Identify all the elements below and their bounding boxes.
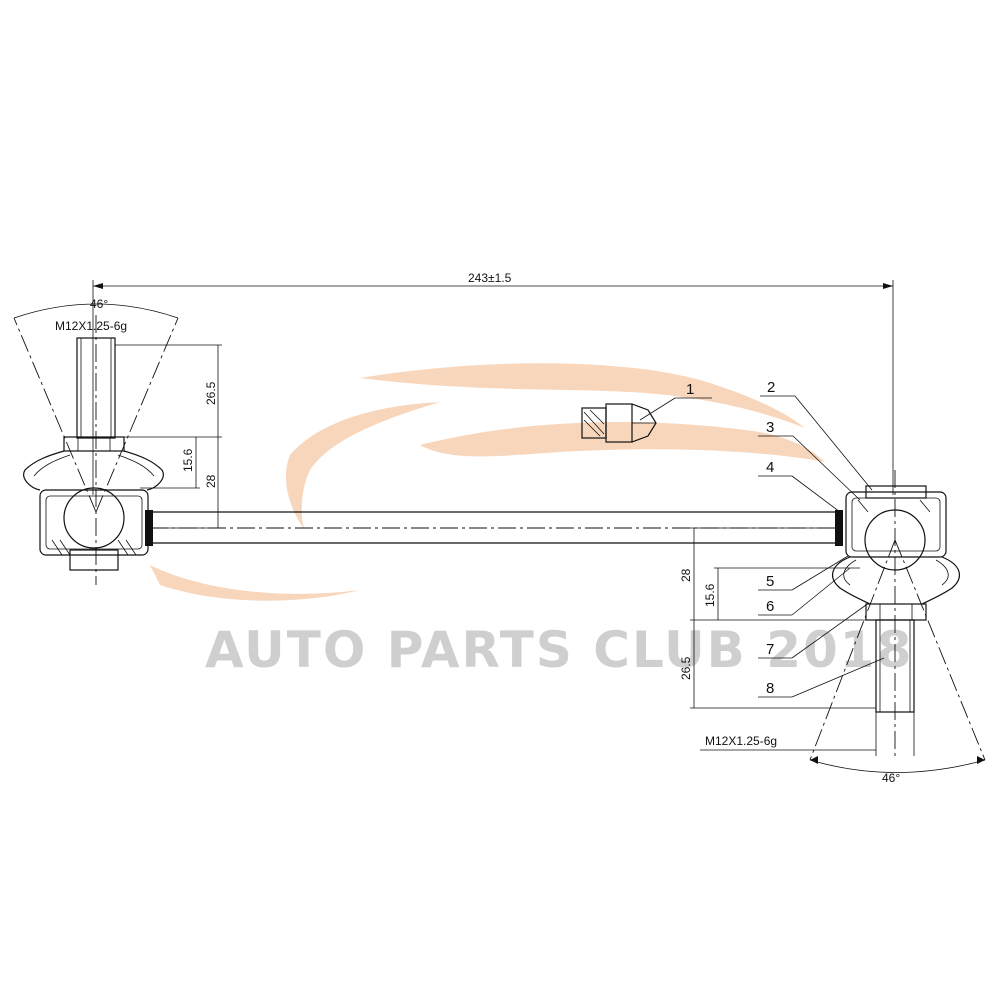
left-shoulder-height-label: 15.6 xyxy=(181,448,195,472)
callout-4: 4 xyxy=(766,459,774,476)
callout-7: 7 xyxy=(766,641,774,658)
left-centerline-height-label: 28 xyxy=(204,474,218,488)
callout-6: 6 xyxy=(766,598,774,615)
callout-8: 8 xyxy=(766,680,774,697)
right-thread-label: M12X1.25-6g xyxy=(705,734,777,748)
overall-length-label: 243±1.5 xyxy=(468,271,512,285)
callout-3: 3 xyxy=(766,419,774,436)
left-ball-joint: 46° M12X1.25-6g 26.5 15.6 28 xyxy=(13,297,222,585)
callout-1: 1 xyxy=(686,381,694,398)
callouts: 1 2 3 4 5 6 7 8 xyxy=(639,379,885,698)
right-stud-length-label: 26.5 xyxy=(679,656,693,680)
callout-5: 5 xyxy=(766,573,774,590)
nut-part xyxy=(581,403,657,443)
left-thread-label: M12X1.25-6g xyxy=(55,319,127,333)
right-centerline-height-label: 28 xyxy=(679,568,693,582)
left-rod-end-band xyxy=(145,510,153,546)
overall-length-dimension: 243±1.5 xyxy=(92,271,894,495)
watermark-text: AUTO PARTS CLUB 2018 xyxy=(205,621,913,679)
right-ball-joint: 46° M12X1.25-6g 28 15.6 26.5 xyxy=(679,470,986,785)
watermark-logo xyxy=(150,363,825,601)
left-stud-length-label: 26.5 xyxy=(204,381,218,405)
callout-2: 2 xyxy=(767,379,775,396)
right-shoulder-height-label: 15.6 xyxy=(703,583,717,607)
left-angle-label: 46° xyxy=(90,297,108,311)
right-angle-label: 46° xyxy=(882,771,900,785)
